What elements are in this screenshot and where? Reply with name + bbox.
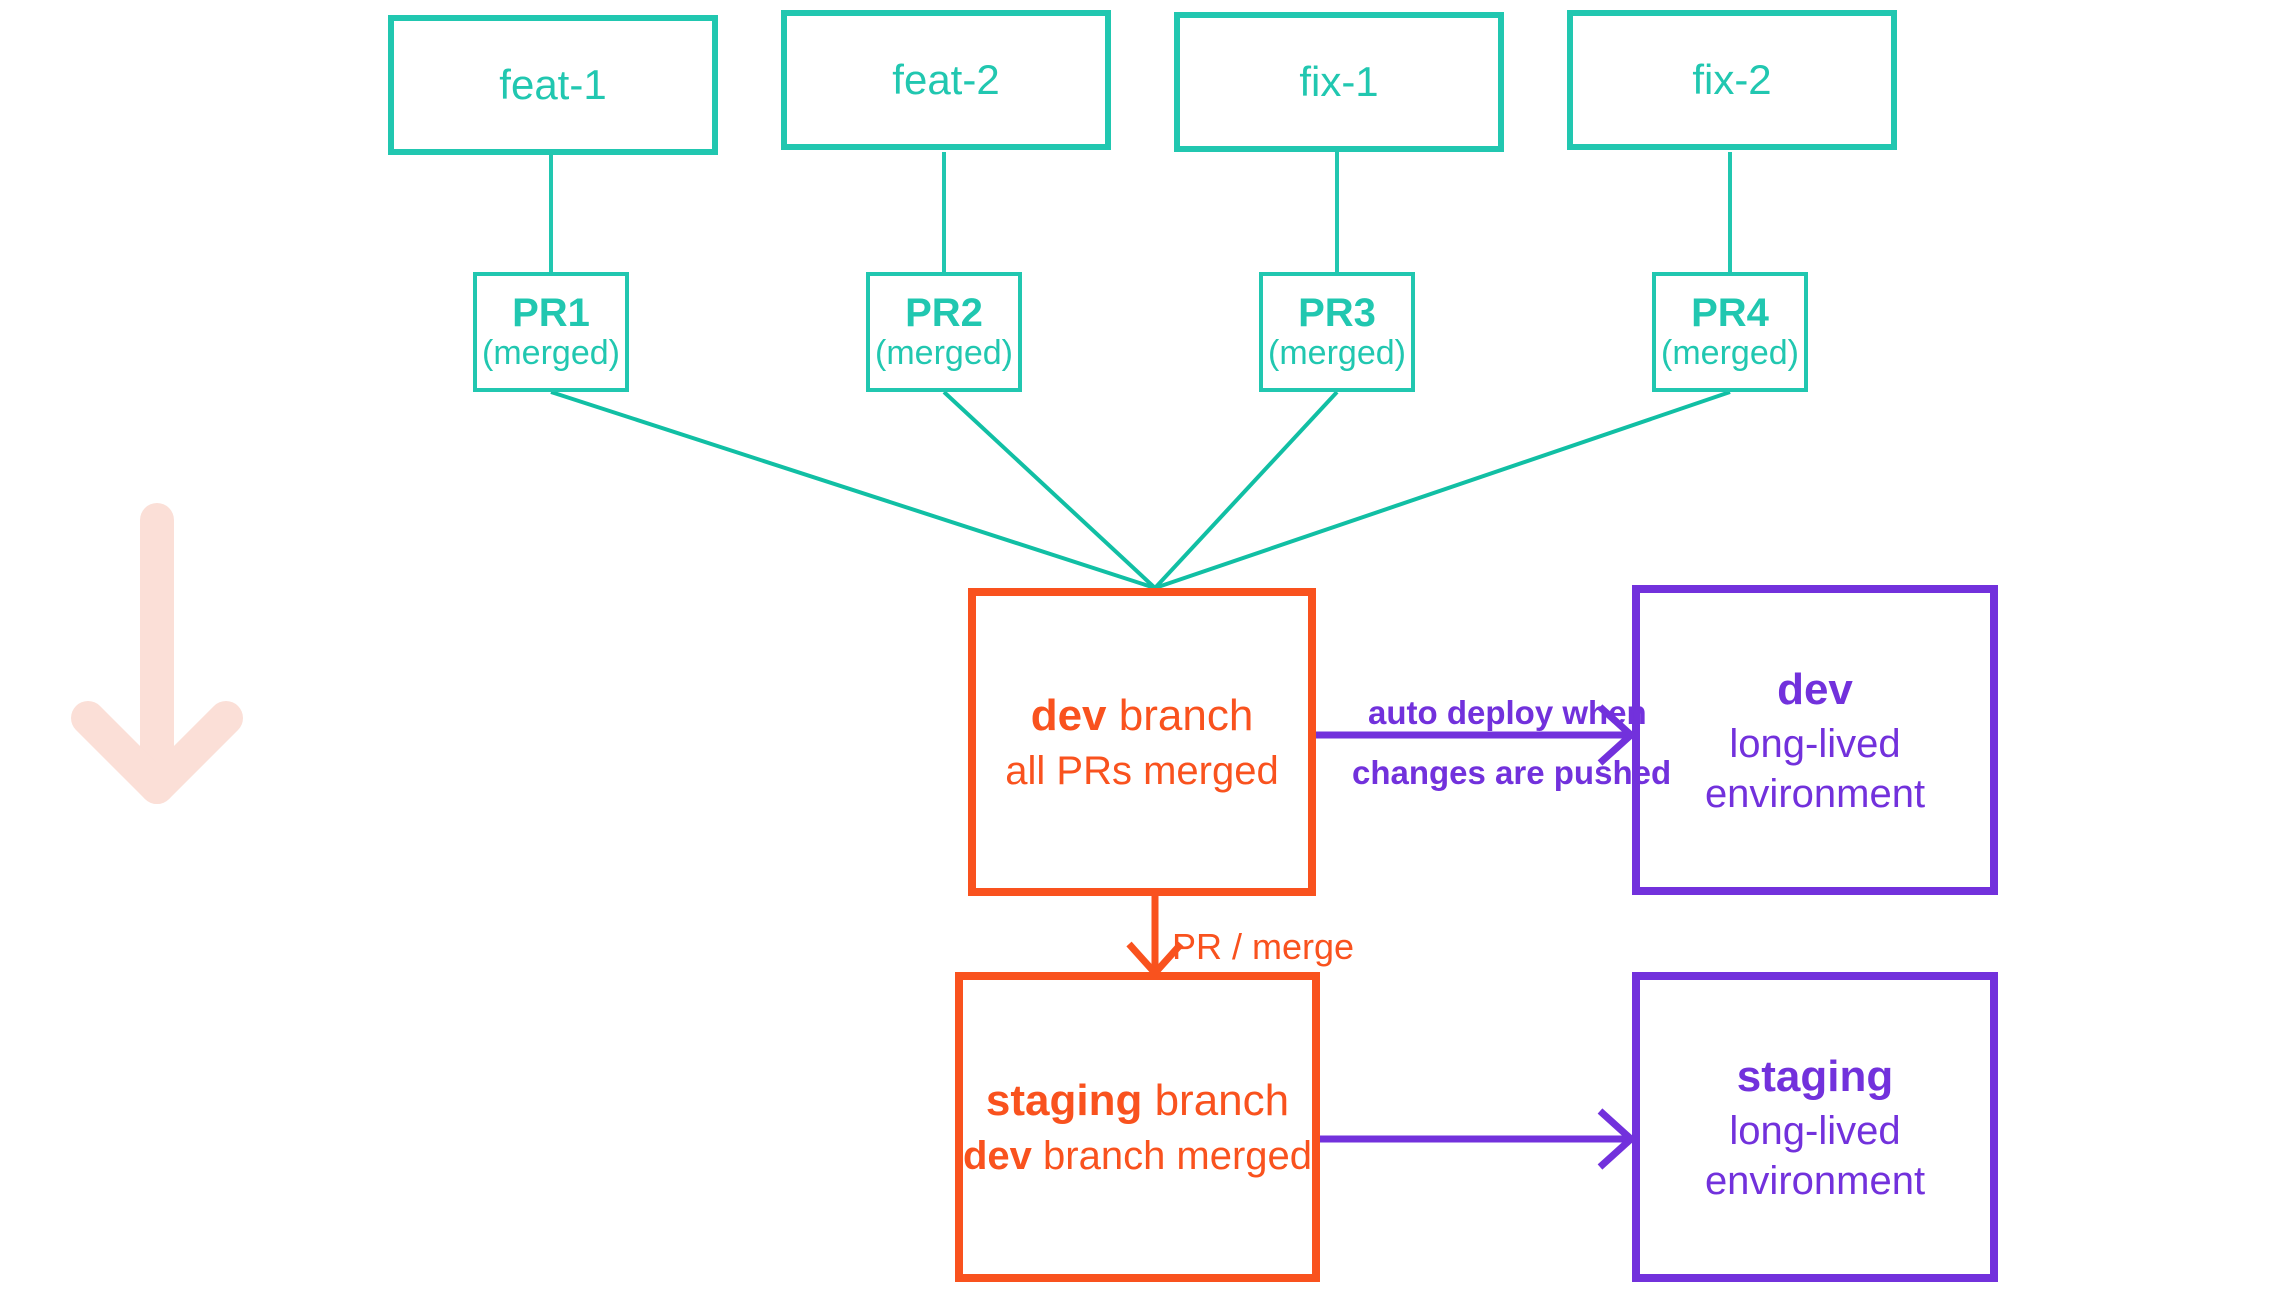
- branch-label: feat-2: [892, 55, 1000, 103]
- dev-branch-suffix: branch: [1106, 691, 1254, 741]
- pr-status: (merged): [875, 334, 1013, 373]
- dev-branch-box[interactable]: dev branch all PRs merged: [968, 588, 1316, 896]
- pr-box-3[interactable]: PR3 (merged): [1259, 272, 1415, 392]
- dev-env-name: dev: [1777, 665, 1853, 715]
- branch-label: fix-1: [1299, 57, 1379, 105]
- staging-branch-subtitle: dev branch merged: [963, 1130, 1312, 1182]
- dev-branch-name: dev: [1030, 691, 1107, 741]
- staging-branch-title: staging branch: [986, 1072, 1289, 1129]
- staging-env-name: staging: [1736, 1052, 1894, 1102]
- branch-box-fix-1[interactable]: fix-1: [1174, 12, 1504, 152]
- pr-title: PR4: [1691, 291, 1769, 336]
- staging-env-sub-line2: environment: [1704, 1158, 1926, 1203]
- pr-box-2[interactable]: PR2 (merged): [866, 272, 1022, 392]
- pr-to-dev-connectors: [550, 390, 1731, 590]
- feature-to-pr-connectors: [549, 152, 1732, 272]
- dev-branch-title: dev branch: [1031, 687, 1254, 744]
- staging-branch-suffix: branch: [1142, 1076, 1290, 1126]
- dev-env-sub-line2: environment: [1704, 771, 1926, 816]
- pr-status: (merged): [482, 334, 620, 373]
- downward-flow-arrow: [71, 503, 243, 804]
- pr-box-1[interactable]: PR1 (merged): [473, 272, 629, 392]
- staging-subtitle-bold: dev: [962, 1133, 1032, 1178]
- staging-to-staging-env-arrow: [1320, 1108, 1637, 1170]
- staging-subtitle-rest: branch merged: [1031, 1133, 1313, 1178]
- pr-title: PR1: [512, 291, 590, 336]
- pr-box-4[interactable]: PR4 (merged): [1652, 272, 1808, 392]
- branch-label: feat-1: [499, 60, 607, 108]
- pr-status: (merged): [1268, 334, 1406, 373]
- pr-status: (merged): [1661, 334, 1799, 373]
- auto-deploy-label-line2: changes are pushed: [1352, 754, 1672, 791]
- dev-environment-box[interactable]: dev long-lived environment: [1632, 585, 1998, 895]
- pr-title: PR3: [1298, 291, 1376, 336]
- auto-deploy-label-line1: auto deploy when: [1368, 694, 1647, 731]
- dev-branch-subtitle: all PRs merged: [1005, 748, 1279, 793]
- dev-env-sub-line1: long-lived: [1729, 721, 1901, 766]
- branch-box-feat-2[interactable]: feat-2: [781, 10, 1111, 150]
- branch-label: fix-2: [1692, 55, 1772, 103]
- staging-branch-box[interactable]: staging branch dev branch merged: [955, 972, 1320, 1282]
- branch-box-fix-2[interactable]: fix-2: [1567, 10, 1897, 150]
- pr-merge-label: PR / merge: [1172, 926, 1355, 967]
- staging-env-sub-line1: long-lived: [1729, 1108, 1901, 1153]
- branch-box-feat-1[interactable]: feat-1: [388, 15, 718, 155]
- staging-environment-box[interactable]: staging long-lived environment: [1632, 972, 1998, 1282]
- pr-title: PR2: [905, 291, 983, 336]
- staging-branch-name: staging: [985, 1076, 1143, 1126]
